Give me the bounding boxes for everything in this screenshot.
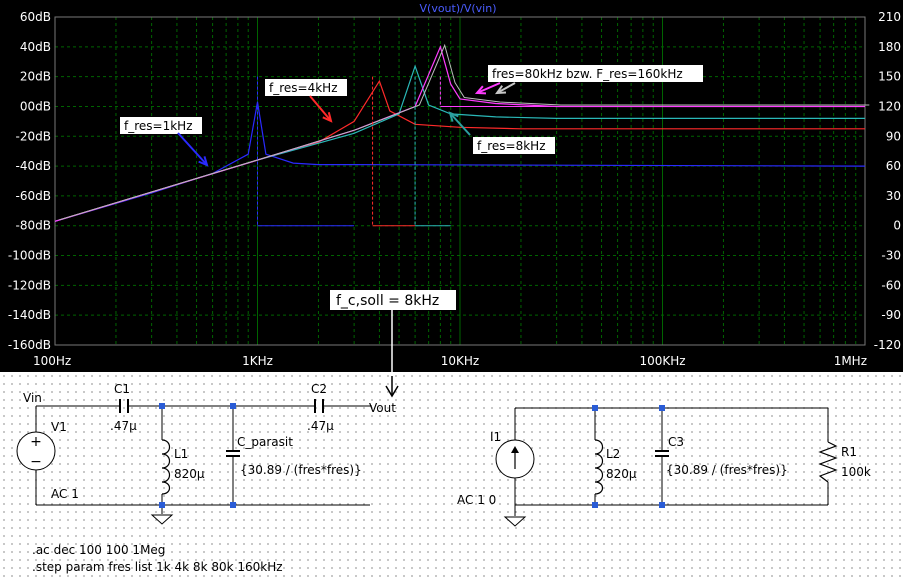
y-right-tick-label: 0 <box>893 219 901 233</box>
arrow-f160k <box>496 82 516 94</box>
y-left-tick-label: 40dB <box>20 40 51 54</box>
l2-inductor-symbol[interactable] <box>594 439 604 495</box>
y-left-tick-label: 20dB <box>20 70 51 84</box>
arrow-f8k <box>449 112 471 136</box>
label-vin: Vin <box>23 391 42 405</box>
spice-directive-ac[interactable]: .ac dec 100 100 1Meg <box>32 543 165 557</box>
arrow-f80k <box>476 82 501 94</box>
y-left-tick-label: -60dB <box>16 189 51 203</box>
y-left-tick-label: 00dB <box>20 99 51 113</box>
plot-frame <box>54 16 866 346</box>
label-c3: C3 <box>668 435 684 449</box>
i1-arrow-head <box>511 446 519 453</box>
y-right-tick-label: -90 <box>881 308 901 322</box>
label-c3-value: {30.89 / (fres*fres)} <box>666 463 788 477</box>
vout-probe-arrowhead <box>385 385 399 398</box>
v1-plus-sign: + <box>30 434 42 450</box>
label-vout: Vout <box>369 401 396 415</box>
annotation-f80k: fres=80kHz bzw. F_res=160kHz <box>492 67 683 81</box>
label-l1-value: 820µ <box>174 467 205 481</box>
label-cparasit: C_parasit <box>237 435 293 449</box>
magnitude-curve-f160k <box>59 43 870 221</box>
v1-source-symbol[interactable] <box>16 431 56 471</box>
x-tick-label: 10KHz <box>441 354 479 368</box>
x-tick-label: 100Hz <box>33 354 71 368</box>
y-left-tick-label: -100dB <box>8 249 51 263</box>
v1-minus-sign: − <box>30 454 42 470</box>
label-l2: L2 <box>606 447 620 461</box>
y-right-tick-label: -60 <box>881 278 901 292</box>
label-r1: R1 <box>841 445 857 459</box>
label-c2-value: .47µ <box>307 419 334 433</box>
y-right-tick-label: 180 <box>878 40 901 54</box>
y-right-tick-label: 120 <box>878 99 901 113</box>
plot-annotations: f_res=1kHz f_res=4kHz f_res=8kHz fres=80kHz… <box>120 65 703 372</box>
arrow-f160k-head <box>494 85 507 95</box>
label-c2: C2 <box>311 382 327 396</box>
y-right-tick-label: 90 <box>886 129 901 143</box>
r1-resistor-symbol[interactable] <box>818 441 838 483</box>
plot-curves <box>54 43 870 227</box>
label-i1: I1 <box>490 430 501 444</box>
y-right-tick-label: 60 <box>886 159 901 173</box>
x-tick-label: 100KHz <box>639 354 685 368</box>
label-cparasit-value: {30.89 / (fres*fres)} <box>240 463 362 477</box>
y-left-tick-label: 60dB <box>20 10 51 24</box>
annotation-f1k: f_res=1kHz <box>124 119 193 133</box>
arrow-f4k <box>309 95 332 122</box>
axis-ticks: 60dB 40dB 20dB 00dB -20dB -40dB -60dB -80dB -100… <box>8 10 901 368</box>
circuit-right <box>514 407 829 516</box>
label-i1-value: AC 1 0 <box>457 493 496 507</box>
label-c1: C1 <box>114 382 130 396</box>
waveform-plot[interactable]: V(vout)/V(vin) 60dB 40dB 20dB 00dB -20dB -40d… <box>0 0 903 372</box>
label-l2-value: 820µ <box>606 467 637 481</box>
annotation-f80k-box <box>488 65 703 82</box>
annotation-f8k: f_res=8kHz <box>477 139 546 153</box>
annotation-fc: f_c,soll = 8kHz <box>336 293 439 309</box>
label-v1-value: AC 1 <box>51 487 79 501</box>
c2-capacitor-symbol[interactable] <box>314 399 324 413</box>
annotation-f1k-box <box>120 117 202 134</box>
arrow-f1k <box>177 132 208 166</box>
annotation-f4k: f_res=4kHz <box>269 81 338 95</box>
y-right-tick-label: 150 <box>878 70 901 84</box>
spice-directive-step[interactable]: .step param fres list 1k 4k 8k 80k 160kH… <box>32 560 283 574</box>
label-r1-value: 100k <box>841 465 871 479</box>
junction-dots-right <box>592 405 665 508</box>
y-left-tick-label: -40dB <box>16 159 51 173</box>
arrow-f8k-head <box>448 111 459 122</box>
y-right-tick-label: -30 <box>881 249 901 263</box>
annotation-f4k-box <box>265 79 347 96</box>
y-left-tick-label: -20dB <box>16 129 51 143</box>
label-l1: L1 <box>174 447 188 461</box>
y-right-tick-label: 210 <box>878 10 901 24</box>
y-left-tick-label: -160dB <box>8 338 51 352</box>
ground-symbol-left <box>150 514 174 525</box>
magnitude-curve-f8k <box>54 64 865 222</box>
label-v1: V1 <box>51 420 67 434</box>
y-right-tick-label: 30 <box>886 189 901 203</box>
y-left-tick-label: -80dB <box>16 219 51 233</box>
c3-capacitor-symbol[interactable] <box>655 450 669 457</box>
arrow-f1k-head <box>198 156 209 167</box>
y-right-tick-label: -120 <box>874 338 901 352</box>
x-tick-label: 1MHz <box>834 354 867 368</box>
annotation-f8k-box <box>473 137 555 154</box>
c1-capacitor-symbol[interactable] <box>119 399 129 413</box>
y-left-tick-label: -120dB <box>8 278 51 292</box>
plot-grid <box>54 16 865 346</box>
annotation-fc-box <box>330 290 456 310</box>
y-left-tick-label: -140dB <box>8 308 51 322</box>
l1-inductor-symbol[interactable] <box>161 439 171 495</box>
arrow-f80k-head <box>474 85 487 95</box>
x-tick-label: 1KHz <box>242 354 273 368</box>
arrow-f4k-head <box>322 112 333 123</box>
label-c1-value: .47µ <box>110 419 137 433</box>
cparasit-capacitor-symbol[interactable] <box>226 450 240 457</box>
schematic-editor[interactable]: + − Vin Vout V1 AC 1 C1 .47µ <box>0 372 903 579</box>
junction-dots-left <box>159 403 236 508</box>
plot-title: V(vout)/V(vin) <box>420 2 497 15</box>
ground-symbol-right <box>503 516 527 527</box>
